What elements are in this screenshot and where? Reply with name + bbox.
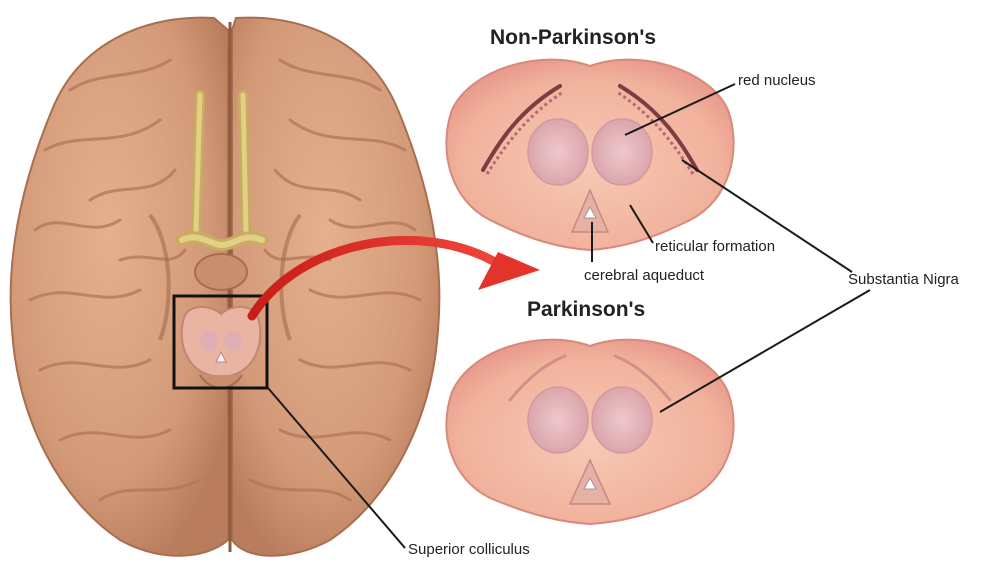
- label-reticular-formation: reticular formation: [655, 238, 776, 255]
- selection-box: [172, 294, 269, 390]
- pituitary-region: [194, 253, 248, 291]
- red-nucleus-left-pd: [527, 386, 589, 454]
- title-parkinsons: Parkinson's: [527, 298, 646, 321]
- cerebral-aqueduct-marker: [583, 205, 597, 219]
- brain-illustration: [9, 16, 441, 557]
- red-nucleus-right: [591, 118, 653, 186]
- leader-lines: [267, 83, 871, 549]
- label-substantia-nigra: Substantia Nigra: [848, 271, 959, 288]
- optic-nerves: [176, 90, 268, 252]
- cerebral-aqueduct-marker-pd: [583, 476, 597, 490]
- label-red-nucleus: red nucleus: [738, 72, 816, 89]
- right-hemisphere: [231, 16, 441, 557]
- section-parkinsons: [445, 338, 735, 526]
- label-cerebral-aqueduct: cerebral aqueduct: [584, 267, 705, 284]
- label-superior-colliculus: Superior colliculus: [408, 541, 530, 558]
- red-nucleus-left: [527, 118, 589, 186]
- section-non-parkinsons: [445, 58, 735, 252]
- title-non-parkinsons: Non-Parkinson's: [490, 26, 657, 49]
- red-nucleus-right-pd: [591, 386, 653, 454]
- magnify-arrow: [247, 235, 540, 321]
- midbrain-section-small: [180, 306, 262, 378]
- left-hemisphere: [9, 16, 229, 557]
